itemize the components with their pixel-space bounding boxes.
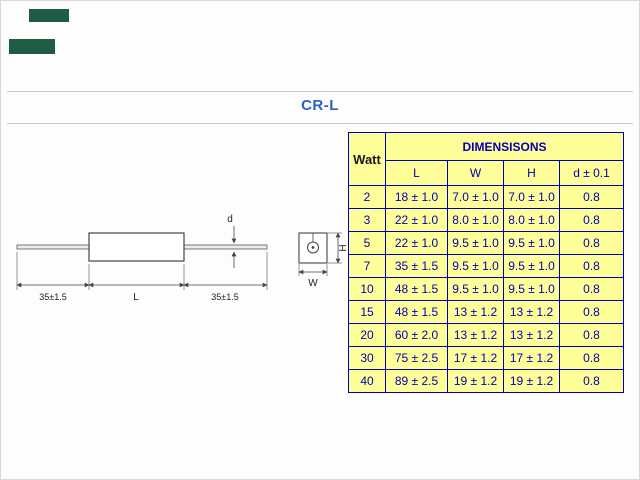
corner-mark-1 — [29, 9, 69, 22]
d-value: 0.8 — [559, 231, 624, 255]
table-row: 40 89 ± 2.5 19 ± 1.2 19 ± 1.2 0.8 — [348, 369, 624, 393]
h-value: 9.5 ± 1.0 — [503, 231, 560, 255]
l-value: 48 ± 1.5 — [385, 300, 448, 324]
w-value: 17 ± 1.2 — [447, 346, 504, 370]
left-lead-dim-label: 35±1.5 — [39, 292, 66, 302]
table-row: 7 35 ± 1.5 9.5 ± 1.0 9.5 ± 1.0 0.8 — [348, 254, 624, 278]
height-label: H — [338, 244, 347, 251]
table-row: 30 75 ± 2.5 17 ± 1.2 17 ± 1.2 0.8 — [348, 346, 624, 370]
h-value: 8.0 ± 1.0 — [503, 208, 560, 232]
watt-value: 15 — [348, 300, 386, 324]
divider-bottom — [7, 123, 633, 124]
right-lead-dim-label: 35±1.5 — [211, 292, 238, 302]
table-row: 3 22 ± 1.0 8.0 ± 1.0 8.0 ± 1.0 0.8 — [348, 208, 624, 232]
w-value: 9.5 ± 1.0 — [447, 254, 504, 278]
table-row: 5 22 ± 1.0 9.5 ± 1.0 9.5 ± 1.0 0.8 — [348, 231, 624, 255]
watt-value: 40 — [348, 369, 386, 393]
column-header-h: H — [503, 160, 560, 186]
l-value: 60 ± 2.0 — [385, 323, 448, 347]
d-value: 0.8 — [559, 300, 624, 324]
h-value: 19 ± 1.2 — [503, 369, 560, 393]
d-value: 0.8 — [559, 185, 624, 209]
divider-top — [7, 91, 633, 92]
l-value: 89 ± 2.5 — [385, 369, 448, 393]
h-value: 13 ± 1.2 — [503, 300, 560, 324]
watt-value: 7 — [348, 254, 386, 278]
w-value: 13 ± 1.2 — [447, 323, 504, 347]
d-value: 0.8 — [559, 277, 624, 301]
watt-value: 2 — [348, 185, 386, 209]
w-value: 19 ± 1.2 — [447, 369, 504, 393]
h-value: 13 ± 1.2 — [503, 323, 560, 347]
table-row: 10 48 ± 1.5 9.5 ± 1.0 9.5 ± 1.0 0.8 — [348, 277, 624, 301]
column-header-d: d ± 0.1 — [559, 160, 624, 186]
watt-value: 3 — [348, 208, 386, 232]
table-row: 15 48 ± 1.5 13 ± 1.2 13 ± 1.2 0.8 — [348, 300, 624, 324]
watt-value: 30 — [348, 346, 386, 370]
d-value: 0.8 — [559, 254, 624, 278]
column-header-w: W — [447, 160, 504, 186]
resistor-body — [88, 232, 185, 262]
table-row: 2 18 ± 1.0 7.0 ± 1.0 7.0 ± 1.0 0.8 — [348, 185, 624, 209]
w-value: 9.5 ± 1.0 — [447, 277, 504, 301]
watt-value: 5 — [348, 231, 386, 255]
resistor-drawing: d 35±1.5 L 35±1.5 H — [16, 214, 347, 303]
d-value: 0.8 — [559, 323, 624, 347]
column-header-l: L — [385, 160, 448, 186]
l-value: 48 ± 1.5 — [385, 277, 448, 301]
l-value: 35 ± 1.5 — [385, 254, 448, 278]
l-value: 22 ± 1.0 — [385, 208, 448, 232]
l-value: 18 ± 1.0 — [385, 185, 448, 209]
h-value: 9.5 ± 1.0 — [503, 254, 560, 278]
d-value: 0.8 — [559, 369, 624, 393]
page-title: CR-L — [301, 97, 339, 114]
watt-value: 10 — [348, 277, 386, 301]
dimensions-table: Watt DIMENSISONS L W H d ± 0.1 2 18 ± 1.… — [348, 132, 624, 393]
corner-mark-2 — [9, 39, 55, 54]
d-value: 0.8 — [559, 208, 624, 232]
table-row: 20 60 ± 2.0 13 ± 1.2 13 ± 1.2 0.8 — [348, 323, 624, 347]
watt-value: 20 — [348, 323, 386, 347]
width-label: W — [308, 278, 318, 289]
w-value: 8.0 ± 1.0 — [447, 208, 504, 232]
l-value: 75 ± 2.5 — [385, 346, 448, 370]
dimensions-table-wrap: Watt DIMENSISONS L W H d ± 0.1 2 18 ± 1.… — [348, 132, 624, 393]
h-value: 7.0 ± 1.0 — [503, 185, 560, 209]
lead-center-dot — [311, 246, 315, 249]
d-value: 0.8 — [559, 346, 624, 370]
h-value: 17 ± 1.2 — [503, 346, 560, 370]
left-lead — [16, 244, 90, 250]
body-dim-label: L — [133, 292, 139, 303]
watt-header: Watt — [348, 132, 386, 186]
right-lead — [183, 244, 268, 250]
dimensions-header: DIMENSISONS — [385, 132, 624, 161]
h-value: 9.5 ± 1.0 — [503, 277, 560, 301]
d-label: d — [227, 214, 233, 225]
w-value: 13 ± 1.2 — [447, 300, 504, 324]
w-dimension — [298, 264, 328, 276]
w-value: 7.0 ± 1.0 — [447, 185, 504, 209]
l-value: 22 ± 1.0 — [385, 231, 448, 255]
w-value: 9.5 ± 1.0 — [447, 231, 504, 255]
